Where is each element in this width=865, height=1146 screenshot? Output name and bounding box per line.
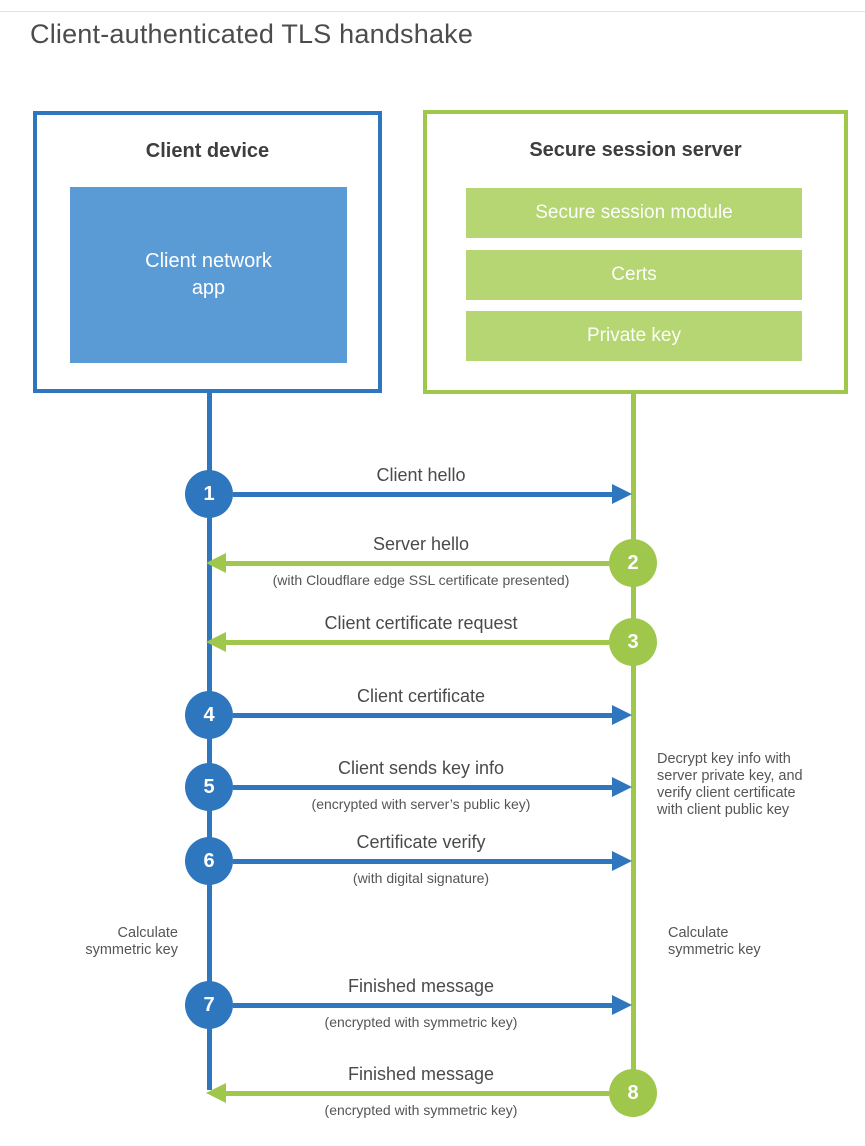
secure-session-server-box: Secure session server Secure session mod… (423, 110, 848, 394)
note-server-decrypt-verify: Decrypt key info with server private key… (657, 751, 803, 819)
step-4-arrowhead-right (612, 705, 632, 725)
step-6-arrowhead-right (612, 851, 632, 871)
client-network-app-box: Client network app (70, 187, 347, 363)
note-server-calculate-symmetric-key: Calculate symmetric key (668, 925, 761, 959)
step-4-arrow-line (233, 713, 613, 718)
step-3-label: Client certificate request (324, 613, 518, 633)
step-4-label: Client certificate (356, 686, 486, 706)
step-7-circle: 7 (185, 981, 233, 1029)
server-module-certs: Certs (466, 250, 802, 300)
step-5-label: Client sends key info (337, 758, 505, 778)
step-4-circle: 4 (185, 691, 233, 739)
server-module-private-key: Private key (466, 311, 802, 361)
step-6-sublabel: (with digital signature) (352, 870, 490, 886)
step-7-sublabel: (encrypted with symmetric key) (324, 1014, 518, 1030)
step-2-circle: 2 (609, 539, 657, 587)
secure-session-server-title: Secure session server (529, 139, 742, 161)
server-module-secure-session-module: Secure session module (466, 188, 802, 238)
server-lifeline (631, 392, 636, 1093)
step-2-sublabel: (with Cloudflare edge SSL certificate pr… (272, 572, 570, 588)
step-2-arrowhead-left (206, 553, 226, 573)
client-device-title: Client device (145, 140, 270, 162)
step-8-sublabel: (encrypted with symmetric key) (324, 1102, 518, 1118)
step-1-arrowhead-right (612, 484, 632, 504)
step-5-sublabel: (encrypted with server’s public key) (311, 796, 531, 812)
client-device-box: Client device Client network app (33, 111, 382, 393)
step-8-arrowhead-left (206, 1083, 226, 1103)
step-3-arrow-line (226, 640, 609, 645)
step-8-arrow-line (226, 1091, 609, 1096)
step-2-label: Server hello (372, 534, 470, 554)
step-5-arrowhead-right (612, 777, 632, 797)
note-client-calculate-symmetric-key: Calculate symmetric key (85, 925, 178, 959)
step-2-arrow-line (226, 561, 609, 566)
step-6-label: Certificate verify (356, 832, 486, 852)
step-5-circle: 5 (185, 763, 233, 811)
top-divider (0, 11, 865, 12)
step-8-circle: 8 (609, 1069, 657, 1117)
step-5-arrow-line (233, 785, 613, 790)
step-7-arrowhead-right (612, 995, 632, 1015)
step-6-circle: 6 (185, 837, 233, 885)
step-6-arrow-line (233, 859, 613, 864)
step-7-arrow-line (233, 1003, 613, 1008)
step-8-label: Finished message (347, 1064, 495, 1084)
step-1-arrow-line (233, 492, 613, 497)
step-3-arrowhead-left (206, 632, 226, 652)
step-3-circle: 3 (609, 618, 657, 666)
step-1-circle: 1 (185, 470, 233, 518)
step-1-label: Client hello (376, 465, 466, 485)
client-lifeline (207, 391, 212, 1090)
step-7-label: Finished message (347, 976, 495, 996)
page-title: Client-authenticated TLS handshake (30, 19, 474, 49)
